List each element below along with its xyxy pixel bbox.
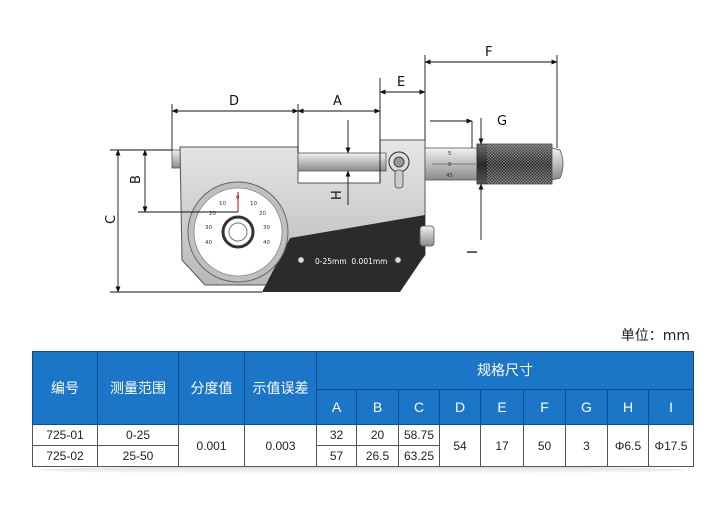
cell-h: Φ6.5 [607, 424, 649, 467]
dial-number: 30 [205, 225, 212, 231]
cell-error: 0.003 [244, 424, 317, 467]
dimension-label-g: G [497, 114, 507, 129]
cell-range: 0-25 [97, 424, 179, 446]
unit-label: 单位：mm [620, 328, 690, 344]
dimension-lines [110, 55, 558, 293]
cell-a: 32 [316, 424, 357, 446]
dial-number: 30 [263, 225, 270, 231]
dimension-label-f: F [485, 45, 492, 60]
header-h: H [607, 388, 649, 425]
header-i: I [647, 388, 695, 425]
dimension-label-h: H [330, 190, 345, 200]
dial-gauge [187, 181, 289, 283]
dial-number: 20 [209, 211, 216, 217]
table-shadow [40, 466, 685, 474]
cell-f: 50 [523, 424, 566, 467]
header-model: 编号 [32, 351, 98, 425]
cell-d: 54 [439, 424, 481, 467]
header-error: 示值误差 [244, 351, 317, 425]
dial-number: 40 [205, 240, 212, 246]
cell-model: 725-01 [32, 424, 98, 446]
cell-c: 58.75 [398, 424, 440, 446]
dimension-label-a: A [333, 94, 342, 109]
dimension-label-b: B [129, 175, 144, 184]
cell-resolution: 0.001 [178, 424, 245, 467]
thimble-number: 0 [448, 162, 452, 168]
cell-i: Φ17.5 [647, 424, 695, 467]
dimension-label-c: C [104, 215, 119, 224]
dial-number: 40 [263, 240, 270, 246]
table-row: 725-01 0-25 0.001 0.003 32 20 58.75 54 1… [32, 424, 695, 467]
thimble-number: 5 [448, 151, 452, 157]
header-e: E [480, 388, 524, 425]
cell-c: 63.25 [398, 445, 440, 467]
dial-number: 10 [219, 201, 226, 207]
header-b: B [356, 388, 399, 425]
cell-e: 17 [480, 424, 524, 467]
header-a: A [316, 388, 357, 425]
spec-table: 编号 测量范围 分度值 示值误差 规格尺寸 A B C D E F G H I … [32, 351, 695, 467]
dial-numbers: 0 10 10 20 20 30 30 40 40 [205, 195, 270, 246]
header-range: 测量范围 [97, 351, 179, 425]
dial-number: 0 [236, 195, 240, 201]
cell-range: 25-50 [97, 445, 179, 467]
cell-b: 20 [356, 424, 399, 446]
table-row: 725-02 25-50 57 26.5 63.25 [32, 445, 694, 467]
dial-number: 20 [259, 211, 266, 217]
header-specs: 规格尺寸 [315, 351, 695, 390]
header-f: F [523, 388, 566, 425]
header-d: D [439, 388, 481, 425]
header-resolution: 分度值 [178, 351, 245, 425]
dimension-label-e: E [397, 75, 405, 90]
cell-b: 26.5 [356, 445, 399, 467]
cell-a: 57 [316, 445, 357, 467]
thimble-number: 45 [446, 173, 453, 179]
header-g: G [565, 388, 608, 425]
cell-model: 725-02 [32, 445, 98, 467]
cell-g: 3 [565, 424, 608, 467]
thimble: 5 0 45 [424, 143, 564, 185]
dimension-label-d: D [229, 94, 239, 109]
micrometer-diagram: 0 10 10 20 20 30 30 40 40 0-25mm 0.001mm… [104, 45, 564, 293]
scale-text: 0-25mm 0.001mm [315, 257, 387, 266]
dimension-label-i: I [466, 250, 481, 254]
header-c: C [398, 388, 440, 425]
dial-number: 10 [250, 201, 257, 207]
